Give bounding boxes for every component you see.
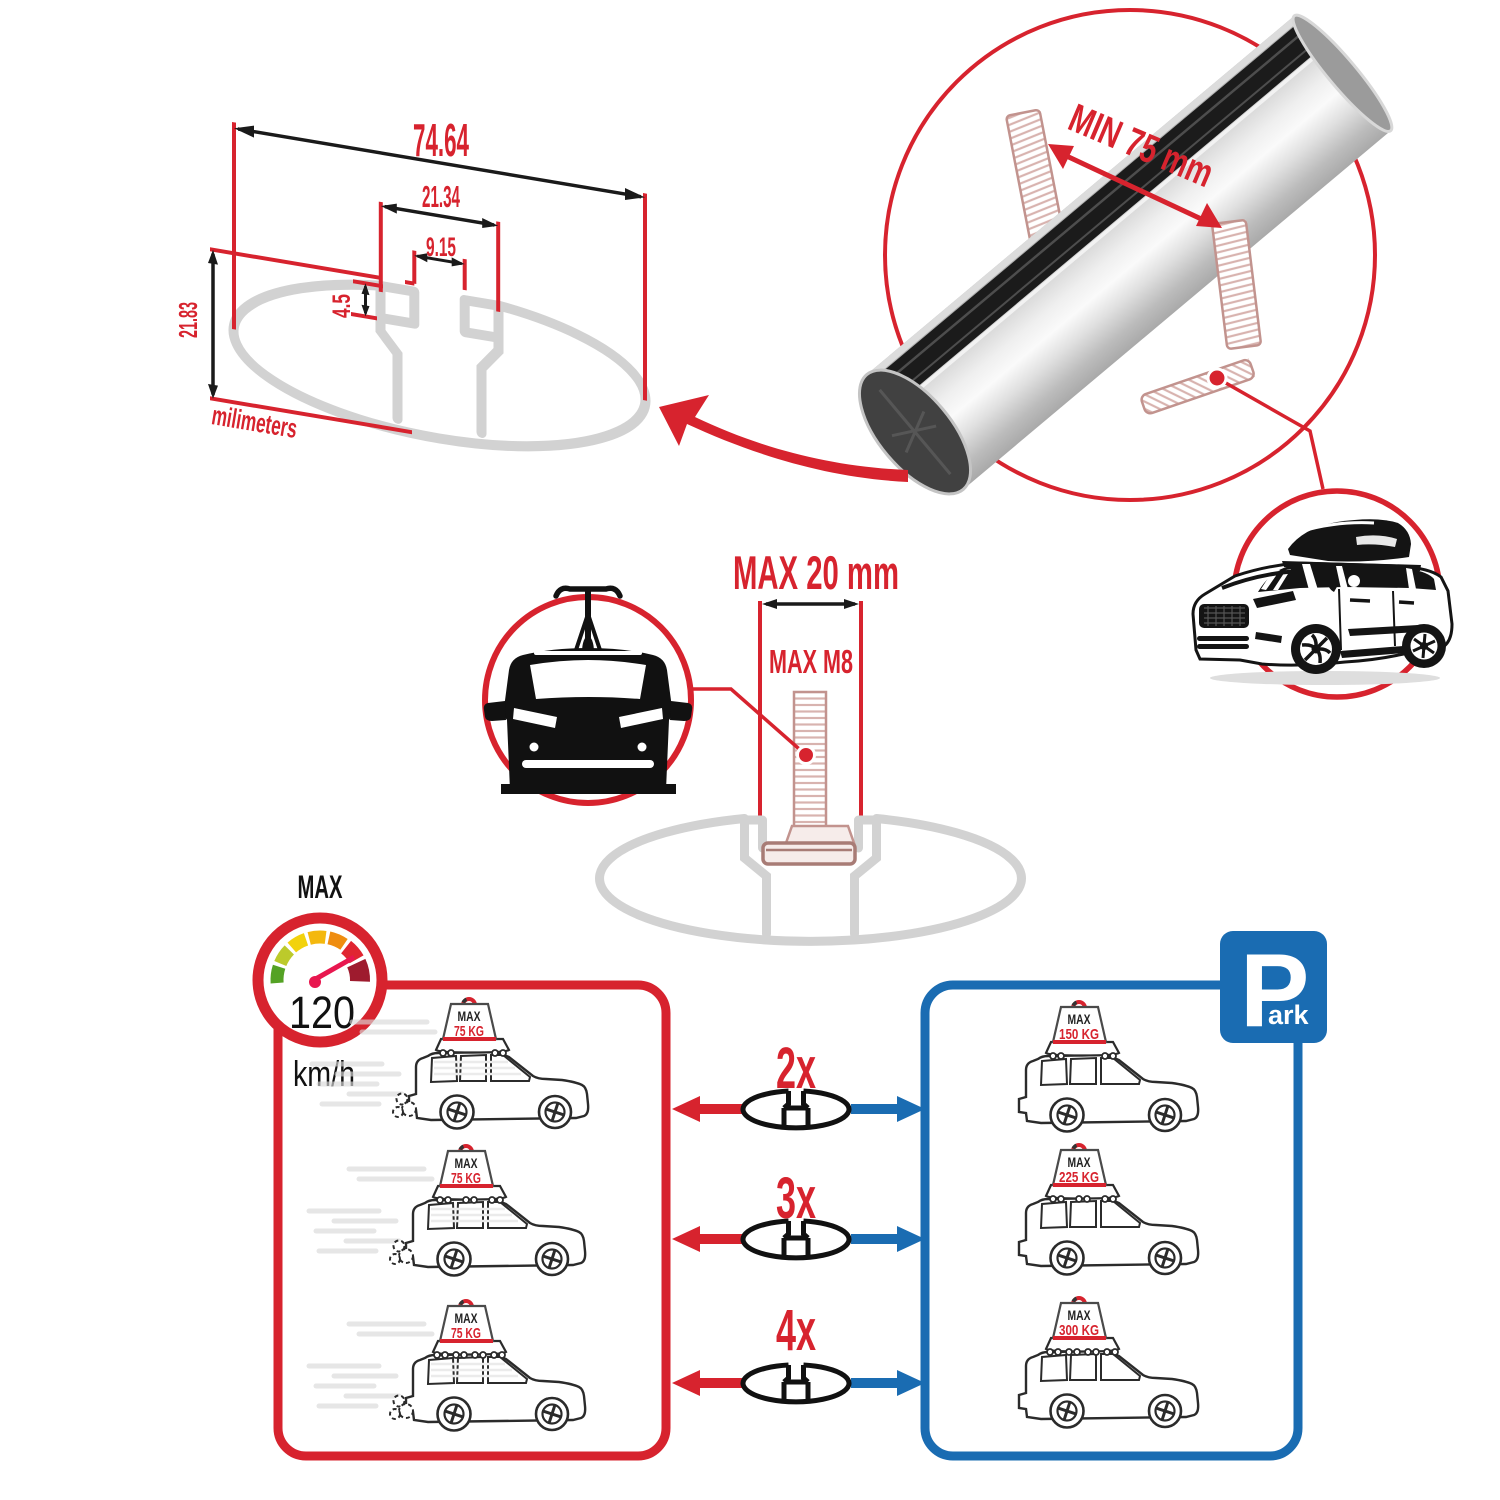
svg-text:MAX: MAX: [458, 1008, 481, 1024]
svg-text:21.83: 21.83: [173, 302, 203, 338]
svg-text:120: 120: [289, 987, 355, 1038]
svg-text:225 KG: 225 KG: [1059, 1169, 1099, 1186]
svg-text:ark: ark: [1268, 1000, 1310, 1030]
svg-text:74.64: 74.64: [413, 114, 469, 166]
svg-text:300 KG: 300 KG: [1059, 1322, 1099, 1339]
svg-text:MAX: MAX: [455, 1155, 478, 1171]
svg-text:MAX: MAX: [298, 869, 343, 905]
svg-text:4.5: 4.5: [328, 294, 356, 318]
svg-text:75 KG: 75 KG: [454, 1023, 484, 1040]
svg-text:MAX: MAX: [1068, 1011, 1091, 1027]
svg-text:MAX: MAX: [455, 1310, 478, 1326]
svg-text:MAX: MAX: [1068, 1154, 1091, 1170]
svg-text:4x: 4x: [776, 1298, 816, 1363]
svg-text:MAX M8: MAX M8: [769, 643, 853, 680]
svg-text:MAX: MAX: [1068, 1307, 1091, 1323]
svg-text:9.15: 9.15: [426, 232, 456, 262]
svg-text:75 KG: 75 KG: [451, 1325, 481, 1342]
svg-text:MAX 20 mm: MAX 20 mm: [733, 546, 899, 599]
svg-text:150 KG: 150 KG: [1059, 1026, 1099, 1043]
svg-text:P: P: [1240, 933, 1309, 1049]
svg-text:75 KG: 75 KG: [451, 1170, 481, 1187]
svg-text:21.34: 21.34: [422, 179, 460, 214]
